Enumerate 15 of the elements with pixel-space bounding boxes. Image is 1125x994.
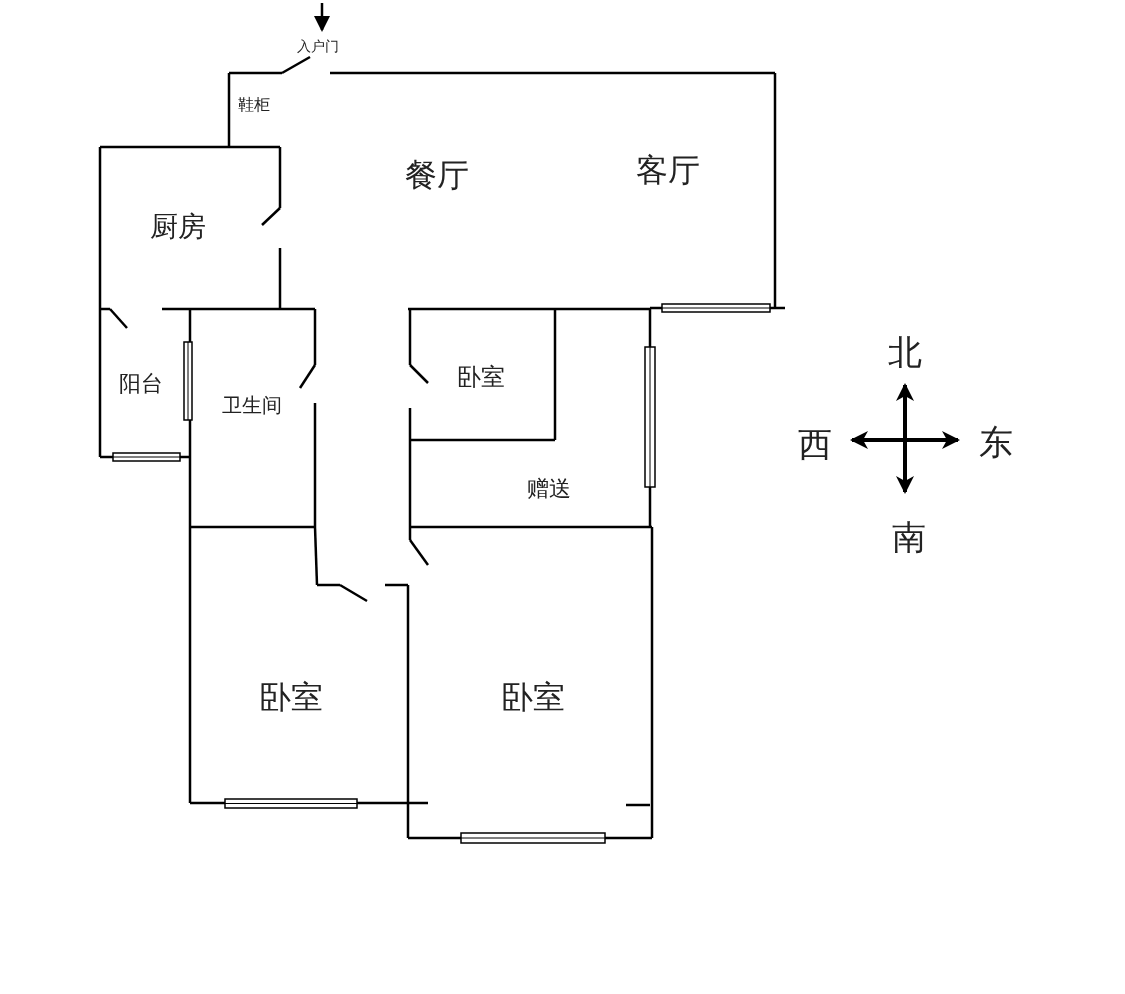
compass-label: 北 bbox=[888, 335, 922, 369]
room-label: 鞋柜 bbox=[238, 97, 270, 113]
room-label: 客厅 bbox=[636, 154, 700, 186]
room-label: 卫生间 bbox=[222, 395, 282, 415]
entrance-label: 入户门 bbox=[297, 39, 339, 53]
compass-label: 南 bbox=[892, 520, 926, 554]
compass-label: 西 bbox=[798, 427, 832, 461]
room-label: 厨房 bbox=[150, 213, 206, 241]
room-label: 餐厅 bbox=[405, 159, 469, 191]
room-label: 阳台 bbox=[119, 373, 163, 395]
room-label: 卧室 bbox=[259, 681, 323, 713]
room-label: 赠送 bbox=[527, 478, 571, 500]
room-label: 卧室 bbox=[501, 681, 565, 713]
room-label: 卧室 bbox=[457, 365, 505, 389]
compass-label: 东 bbox=[979, 425, 1013, 459]
